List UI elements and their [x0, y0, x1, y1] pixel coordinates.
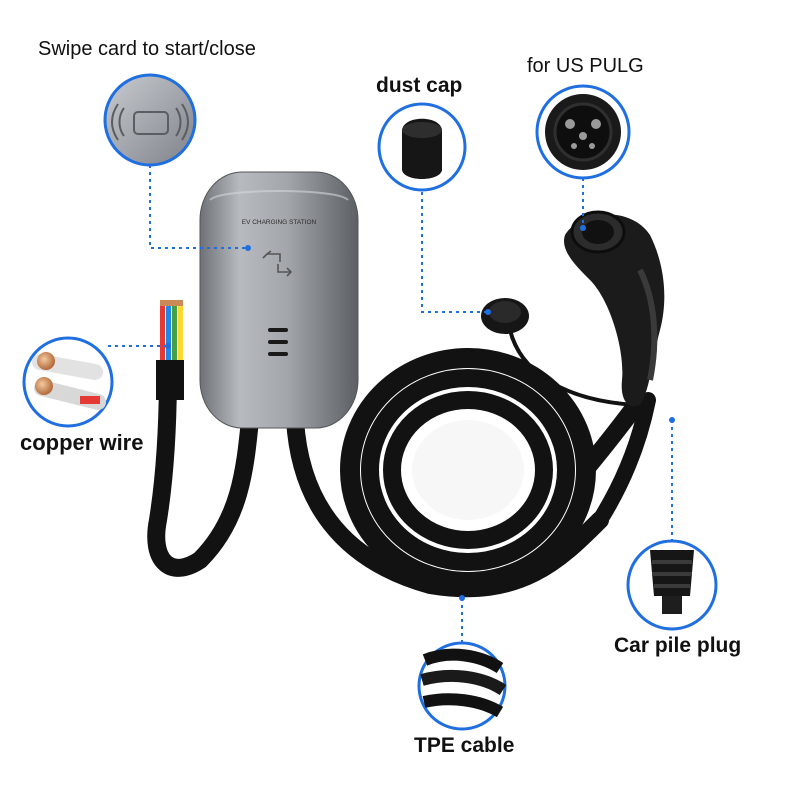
charging-station: EV CHARGING STATION — [199, 171, 359, 429]
led-indicator-2 — [268, 340, 288, 344]
coil-mid — [361, 369, 575, 571]
callout-us-plug — [535, 84, 631, 180]
rfid-card-icon — [111, 103, 189, 141]
station-panel-text: EV CHARGING STATION — [242, 219, 317, 226]
ev-plug — [564, 210, 665, 407]
led-indicator-1 — [268, 328, 288, 332]
coil-center — [412, 420, 524, 520]
left-cable — [147, 361, 259, 577]
plug-cable-lower — [592, 392, 656, 528]
label-dust-cap: dust cap — [376, 74, 463, 97]
label-us-plug: for US PULG — [527, 55, 644, 77]
dust-cap-item — [481, 298, 529, 334]
led-indicator-3 — [268, 352, 288, 356]
wire-bundle — [156, 300, 184, 400]
dust-cap-tether — [508, 328, 637, 407]
swap-arrows-icon — [262, 250, 293, 277]
cables — [147, 328, 656, 598]
callout-dust-cap — [377, 102, 467, 192]
callout-copper-wire — [22, 336, 114, 428]
coil-inner — [383, 391, 553, 549]
callout-tpe-cable — [417, 641, 507, 731]
callout-car-pile-plug — [626, 539, 718, 631]
label-car-pile-plug: Car pile plug — [614, 634, 742, 657]
callout-swipe-card — [103, 73, 197, 167]
label-swipe-card: Swipe card to start/close — [38, 38, 256, 60]
label-tpe-cable: TPE cable — [414, 734, 515, 757]
connector-lines — [108, 165, 673, 642]
connector-dots — [165, 225, 675, 601]
label-copper-wire: copper wire — [20, 430, 144, 455]
